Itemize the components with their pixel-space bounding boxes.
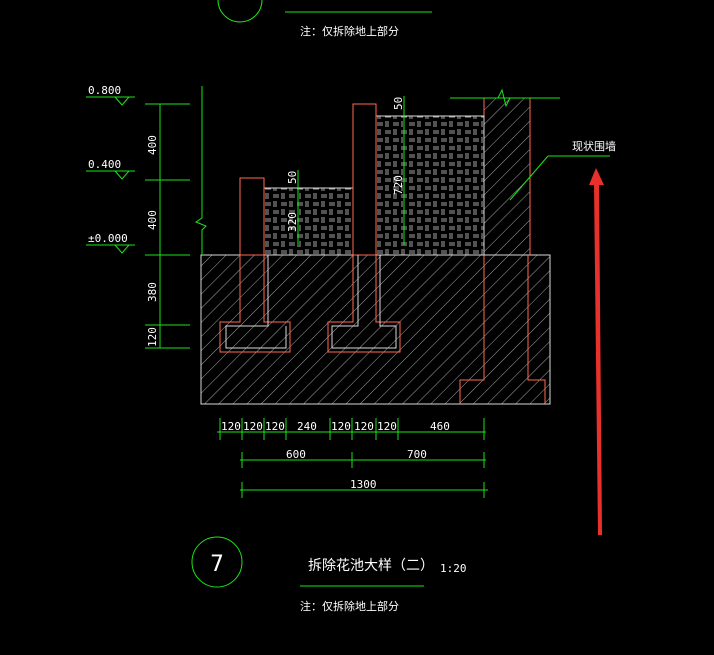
red-annotation-arrow [589, 168, 604, 535]
dim-left-400-a: 400 [146, 135, 159, 155]
dim-left-380: 380 [146, 282, 159, 302]
dim-inner-320: 320 [286, 212, 299, 232]
break-symbol [497, 88, 511, 108]
dim-bottom-120-d: 120 [331, 420, 351, 433]
dim-inner-720: 720 [392, 175, 405, 195]
dim-inner-50-b: 50 [392, 97, 405, 110]
inner-dimensions [297, 96, 560, 245]
left-dimension-chain [145, 86, 207, 349]
dim-left-120: 120 [146, 327, 159, 347]
dim-bottom-240: 240 [297, 420, 317, 433]
dim-bottom-700: 700 [407, 448, 427, 461]
dim-bottom-1300: 1300 [350, 478, 377, 491]
elevation-markers [86, 96, 135, 254]
wall-label-leader [509, 155, 610, 201]
dim-bottom-120-e: 120 [354, 420, 374, 433]
dim-bottom-120-b: 120 [243, 420, 263, 433]
dim-bottom-460: 460 [430, 420, 450, 433]
elevation-0000: ±0.000 [88, 232, 128, 245]
top-note: 注：仅拆除地上部分 [300, 24, 399, 38]
bottom-dimension-chains [217, 418, 488, 498]
dim-left-400-b: 400 [146, 210, 159, 230]
detail-scale: 1:20 [440, 562, 467, 575]
detail-number-circle [191, 536, 243, 588]
dim-bottom-120-a: 120 [221, 420, 241, 433]
planter-soil-high [375, 115, 485, 256]
detail-title: 拆除花池大样（二） [308, 558, 434, 574]
wall-label: 现状围墙 [572, 139, 616, 153]
dim-bottom-120-c: 120 [265, 420, 285, 433]
top-circle-fragment [217, 0, 263, 23]
detail-number: 7 [210, 552, 224, 577]
elevation-0400: 0.400 [88, 158, 121, 171]
dim-bottom-600: 600 [286, 448, 306, 461]
dim-bottom-120-f: 120 [377, 420, 397, 433]
dim-inner-50-a: 50 [286, 171, 299, 184]
top-detail-remnant [217, 0, 432, 23]
planter-soil-low [263, 187, 354, 256]
planter-walls [219, 103, 401, 353]
existing-wall [483, 97, 531, 256]
bottom-note: 注：仅拆除地上部分 [300, 599, 399, 613]
elevation-0800: 0.800 [88, 84, 121, 97]
